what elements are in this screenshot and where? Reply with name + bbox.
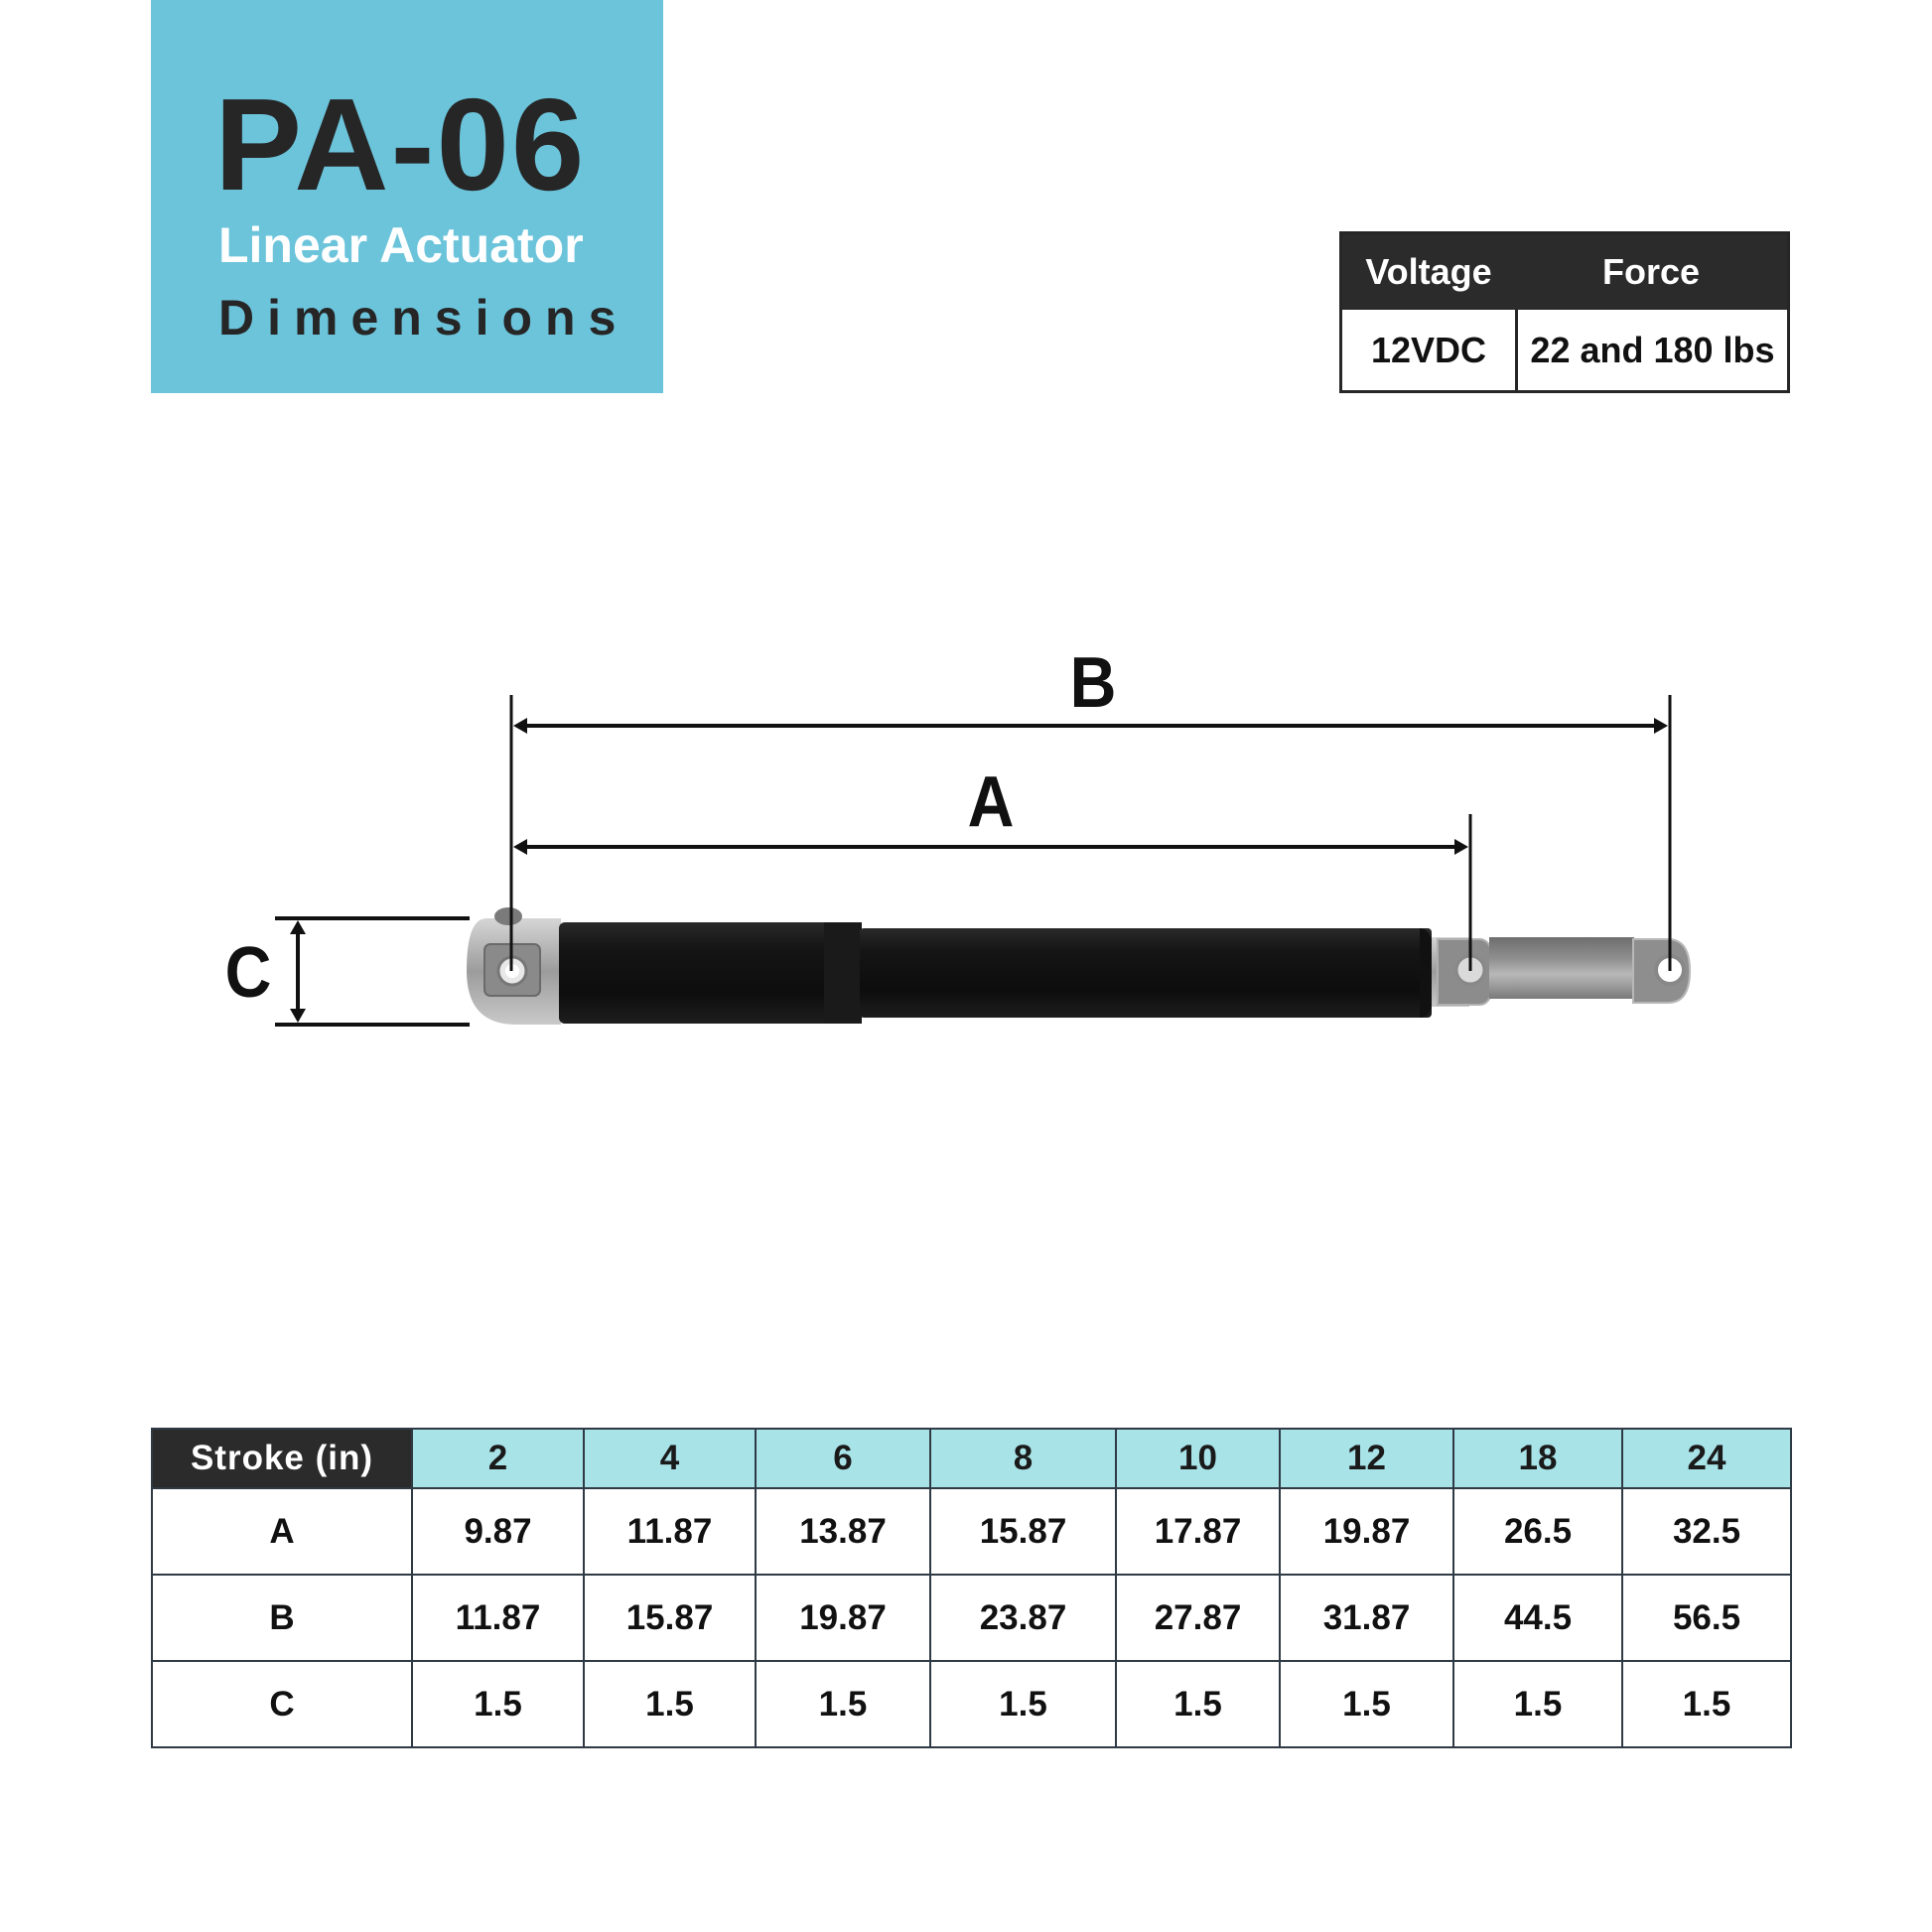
table-cell: 1.5 [1115, 1660, 1281, 1748]
table-cell: 15.87 [583, 1574, 757, 1662]
table-cell: 32.5 [1621, 1487, 1792, 1576]
table-cell: 11.87 [411, 1574, 585, 1662]
table-cell: 15.87 [929, 1487, 1117, 1576]
stroke-col-header: 10 [1115, 1428, 1281, 1489]
table-cell: 31.87 [1279, 1574, 1454, 1662]
section-title: Dimensions [218, 290, 629, 345]
title-banner: PA-06 Linear Actuator Dimensions [151, 0, 663, 393]
spec-header-row: Voltage Force [1342, 234, 1787, 310]
table-cell: 1.5 [755, 1660, 931, 1748]
table-cell: 9.87 [411, 1487, 585, 1576]
table-cell: 17.87 [1115, 1487, 1281, 1576]
table-cell: 13.87 [755, 1487, 931, 1576]
actuator-rod [1432, 937, 1692, 1007]
table-cell: 56.5 [1621, 1574, 1792, 1662]
stroke-col-header: 2 [411, 1428, 585, 1489]
table-row-c: C 1.5 1.5 1.5 1.5 1.5 1.5 1.5 1.5 [151, 1660, 1792, 1748]
table-cell: 1.5 [583, 1660, 757, 1748]
table-cell: 26.5 [1452, 1487, 1623, 1576]
table-cell: 44.5 [1452, 1574, 1623, 1662]
spec-value-row: 12VDC 22 and 180 lbs [1342, 310, 1787, 390]
force-value: 22 and 180 lbs [1530, 329, 1775, 370]
row-label: B [151, 1574, 413, 1662]
stroke-col-header: 12 [1279, 1428, 1454, 1489]
stroke-header-row: Stroke (in) 2 4 6 8 10 12 18 24 [151, 1428, 1792, 1489]
actuator-rear-cap [467, 907, 561, 1025]
table-cell: 1.5 [1279, 1660, 1454, 1748]
actuator-body [559, 922, 1436, 1024]
row-label: C [151, 1660, 413, 1748]
table-cell: 1.5 [411, 1660, 585, 1748]
voltage-value: 12VDC [1342, 310, 1518, 390]
table-cell: 27.87 [1115, 1574, 1281, 1662]
table-cell: 1.5 [1621, 1660, 1792, 1748]
stroke-col-header: 4 [583, 1428, 757, 1489]
table-cell: 1.5 [929, 1660, 1117, 1748]
stroke-col-header: 18 [1452, 1428, 1623, 1489]
table-row-b: B 11.87 15.87 19.87 23.87 27.87 31.87 44… [151, 1574, 1792, 1662]
voltage-header: Voltage [1365, 251, 1492, 292]
stroke-corner-header: Stroke (in) [151, 1428, 413, 1489]
dimension-b [509, 695, 1672, 971]
label-c: C [224, 933, 272, 1013]
stroke-col-header: 8 [929, 1428, 1117, 1489]
dimension-c [275, 916, 470, 1027]
stroke-col-header: 6 [755, 1428, 931, 1489]
force-header: Force [1601, 251, 1701, 292]
table-cell: 1.5 [1452, 1660, 1623, 1748]
row-label: A [151, 1487, 413, 1576]
table-cell: 19.87 [1279, 1487, 1454, 1576]
stroke-col-header: 24 [1621, 1428, 1792, 1489]
stroke-dimension-table: Stroke (in) 2 4 6 8 10 12 18 24 A 9.87 1… [151, 1428, 1792, 1748]
table-cell: 23.87 [929, 1574, 1117, 1662]
model-name: PA-06 [214, 71, 587, 217]
label-b: B [1069, 643, 1117, 723]
table-cell: 19.87 [755, 1574, 931, 1662]
table-row-a: A 9.87 11.87 13.87 15.87 17.87 19.87 26.… [151, 1487, 1792, 1576]
spec-table: Voltage Force 12VDC 22 and 180 lbs [1339, 231, 1790, 393]
label-a: A [967, 762, 1015, 842]
product-type: Linear Actuator [218, 217, 584, 273]
table-cell: 11.87 [583, 1487, 757, 1576]
